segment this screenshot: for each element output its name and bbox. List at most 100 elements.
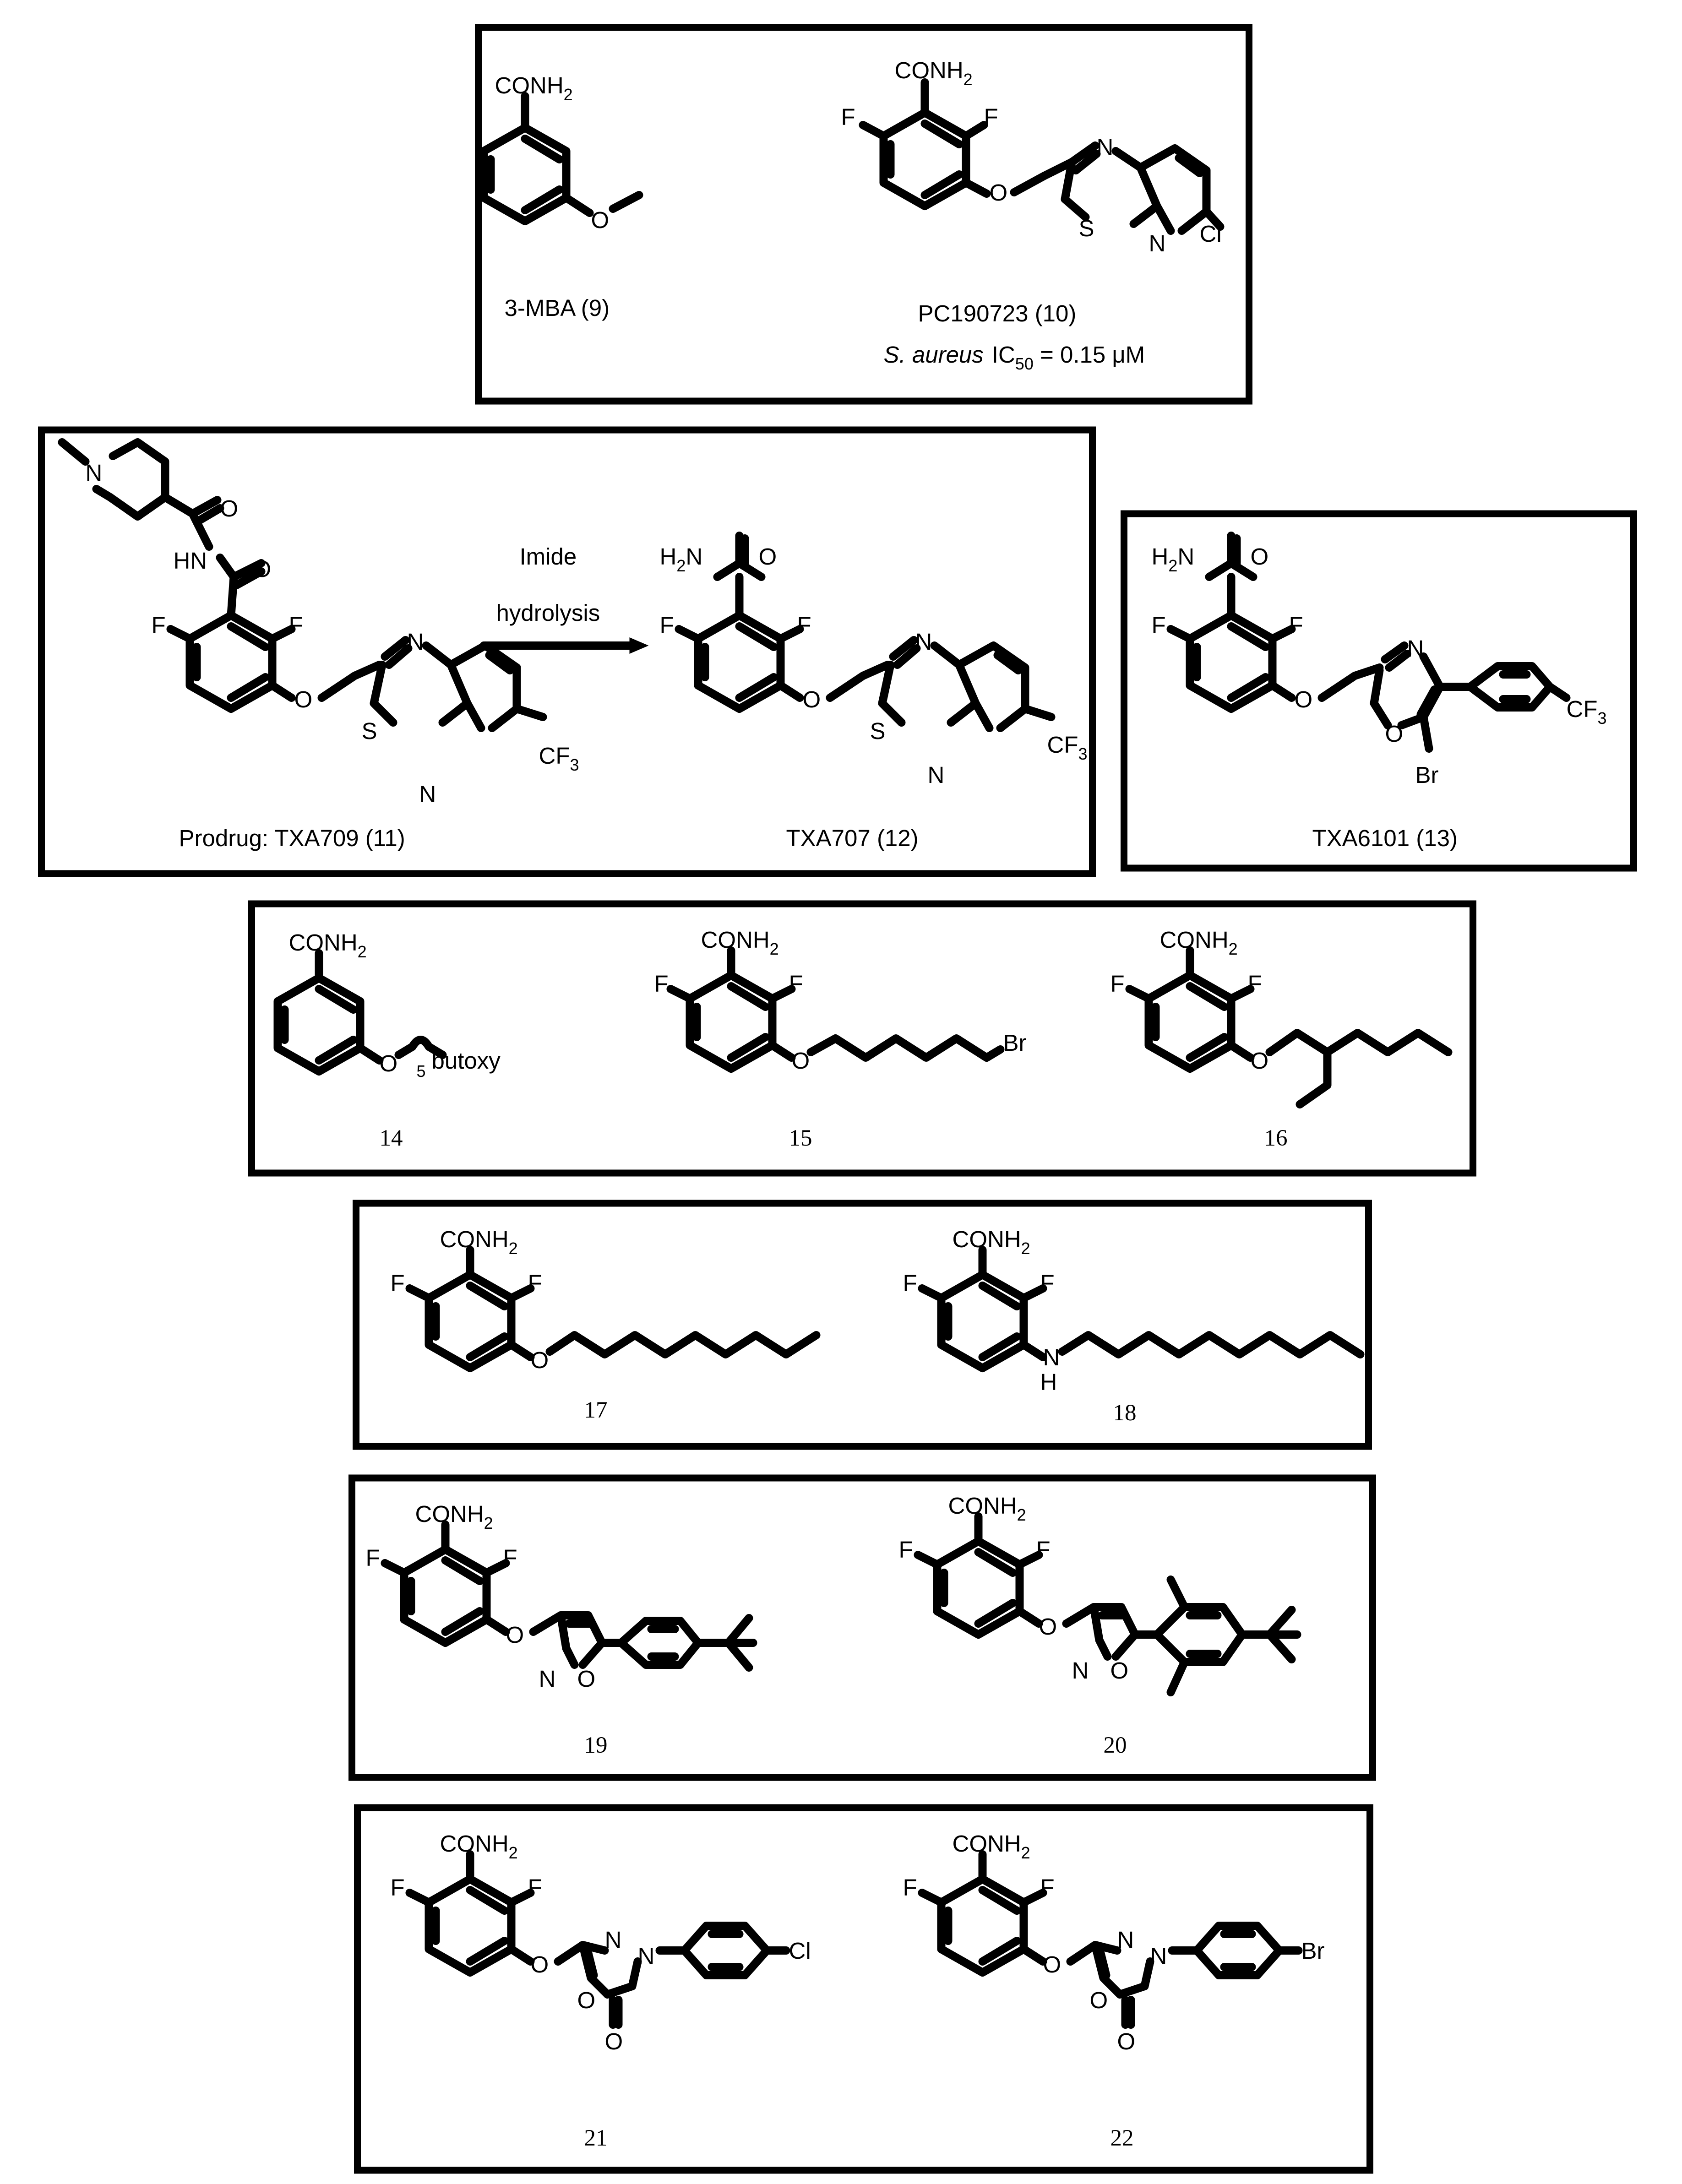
bond bbox=[216, 554, 266, 619]
benzene-ring bbox=[879, 109, 970, 210]
amide-group: CONH2 bbox=[1160, 927, 1238, 958]
atom-fluorine: F bbox=[1152, 612, 1166, 638]
atom-oxygen: O bbox=[220, 495, 239, 522]
atom-oxygen: O bbox=[294, 686, 313, 712]
atom-oxygen: O bbox=[759, 543, 777, 570]
bond bbox=[918, 1246, 1047, 1361]
amide-group: CONH2 bbox=[440, 1831, 518, 1862]
compound-label: 3-MBA (9) bbox=[505, 295, 610, 321]
bond bbox=[859, 78, 991, 198]
benzene-ring bbox=[400, 1545, 491, 1647]
compound-15: CONH2 F F O Br 15 bbox=[654, 927, 1027, 1151]
amide-group: CONH2 bbox=[701, 927, 779, 958]
bond bbox=[1205, 532, 1257, 581]
benzene-ring bbox=[425, 1875, 516, 1977]
reaction-arrow: Imide hydrolysis bbox=[479, 543, 649, 654]
compound-txa707: H2N O F F O N S N CF3 TXA707 (12) bbox=[660, 532, 1088, 851]
bond bbox=[713, 532, 766, 581]
bond bbox=[161, 493, 224, 551]
benzene-ring bbox=[937, 1875, 1028, 1977]
oxadiazolone bbox=[1066, 1941, 1201, 2029]
bond bbox=[918, 1850, 1047, 1966]
benzene-ring bbox=[937, 1271, 1028, 1372]
compound-txa709: N O HN O F F O N S N CF3 Prodrug: TXA709… bbox=[58, 438, 579, 851]
atom-nitrogen: N bbox=[539, 1666, 556, 1692]
oxazole bbox=[1317, 641, 1444, 753]
atom-hydrogen: H bbox=[1040, 1369, 1057, 1395]
atom-fluorine: F bbox=[797, 612, 811, 638]
atom-fluorine: F bbox=[1289, 612, 1303, 638]
chain-bracket bbox=[394, 1036, 447, 1059]
butoxy-group: butoxy bbox=[432, 1048, 501, 1074]
atom-fluorine: F bbox=[903, 1270, 917, 1296]
panel-prodrug-conversion: N O HN O F F O N S N CF3 Prodrug: TXA709… bbox=[38, 426, 1096, 877]
atom-fluorine: F bbox=[391, 1874, 405, 1901]
compound-3-mba: CONH2 O 3-MBA (9) bbox=[479, 72, 643, 321]
panel-frame bbox=[248, 900, 1476, 1177]
atom-nitrogen: N bbox=[407, 629, 424, 655]
atom-oxygen: O bbox=[577, 1987, 596, 2013]
amide-group: CONH2 bbox=[440, 1226, 518, 1258]
atom-fluorine: F bbox=[1040, 1270, 1055, 1296]
compound-16: CONH2 F F O 16 bbox=[1110, 927, 1453, 1151]
atom-fluorine: F bbox=[899, 1537, 913, 1563]
atom-oxygen: O bbox=[1385, 721, 1404, 747]
benzene-ring bbox=[185, 611, 277, 713]
benzene-ring bbox=[273, 974, 365, 1076]
atom-nitrogen: N bbox=[1043, 1344, 1060, 1370]
chlorophenyl-ring bbox=[680, 1922, 790, 1979]
atom-oxygen: O bbox=[1251, 543, 1269, 570]
panel-nonyl-analogs: CONH2 F F O 17 CONH2 F F N H 18 bbox=[353, 1200, 1372, 1450]
amide-group: CONH2 bbox=[953, 1831, 1030, 1862]
ethylhexyl-chain bbox=[1265, 1029, 1453, 1108]
amine-h2n: H2N bbox=[660, 543, 703, 575]
bond bbox=[666, 946, 796, 1062]
atom-nitrogen: N bbox=[1072, 1657, 1089, 1684]
panel-oxadiazolone-analogs: CONH2 F F O N N O O Cl 21 CONH2 F F O N … bbox=[354, 1804, 1373, 2174]
atom-bromine: Br bbox=[1301, 1938, 1325, 1964]
bond bbox=[1125, 946, 1255, 1062]
compound-20: CONH2 F F O N O 20 bbox=[899, 1493, 1301, 1758]
hexyl-chain bbox=[806, 1034, 1005, 1062]
atom-fluorine: F bbox=[841, 104, 855, 130]
panel-oxazole-analog: H2N O F F O N O Br CF3 TXA6101 (13) bbox=[1121, 510, 1637, 872]
atom-fluorine: F bbox=[903, 1874, 917, 1901]
atom-oxygen: O bbox=[1117, 2028, 1136, 2054]
oxadiazolone bbox=[554, 1941, 689, 2029]
atom-nitrogen: N bbox=[86, 460, 103, 486]
atom-fluorine: F bbox=[152, 612, 166, 638]
atom-fluorine: F bbox=[528, 1874, 542, 1901]
atom-fluorine: F bbox=[391, 1270, 405, 1296]
arrow-label-bottom: hydrolysis bbox=[496, 600, 600, 626]
atom-fluorine: F bbox=[660, 612, 674, 638]
panel-alkoxy-analogs: CONH2 O 5 butoxy 14 CONH2 F F O Br 15 CO… bbox=[248, 900, 1476, 1177]
isoxazole bbox=[529, 1611, 626, 1669]
compound-14: CONH2 O 5 butoxy 14 bbox=[273, 929, 501, 1151]
bromophenyl-ring bbox=[1192, 1922, 1303, 1979]
atom-nitrogen: N bbox=[1149, 230, 1166, 256]
atom-oxygen: O bbox=[591, 207, 610, 233]
benzene-ring bbox=[1144, 971, 1236, 1073]
compound-label: 15 bbox=[789, 1125, 812, 1151]
xylyl-ring bbox=[1153, 1576, 1301, 1696]
phenyl-ring bbox=[1436, 662, 1571, 712]
atom-sulfur: S bbox=[870, 718, 886, 744]
bond bbox=[914, 1512, 1043, 1628]
nonyl-chain bbox=[545, 1331, 821, 1358]
compound-pc190723: CONH2 F F O N S N Cl PC190723 (10) S. au… bbox=[841, 57, 1225, 373]
atom-nitrogen: N bbox=[1407, 636, 1424, 662]
linker bbox=[1010, 158, 1076, 196]
atom-nitrogen: N bbox=[1097, 134, 1114, 160]
bond bbox=[675, 573, 804, 702]
atom-oxygen: O bbox=[605, 2028, 623, 2054]
atom-oxygen: O bbox=[253, 556, 272, 582]
atom-oxygen: O bbox=[380, 1050, 398, 1076]
atom-fluorine: F bbox=[1040, 1874, 1055, 1901]
atom-fluorine: F bbox=[1248, 971, 1262, 997]
atom-oxygen: O bbox=[1090, 1987, 1108, 2013]
panel-isoxazole-analogs: CONH2 F F O N O 19 CONH2 F F O N O 20 bbox=[348, 1474, 1376, 1781]
atom-fluorine: F bbox=[984, 104, 998, 130]
compound-label: TXA6101 (13) bbox=[1312, 825, 1458, 851]
thiazolopyridine bbox=[1061, 141, 1225, 235]
